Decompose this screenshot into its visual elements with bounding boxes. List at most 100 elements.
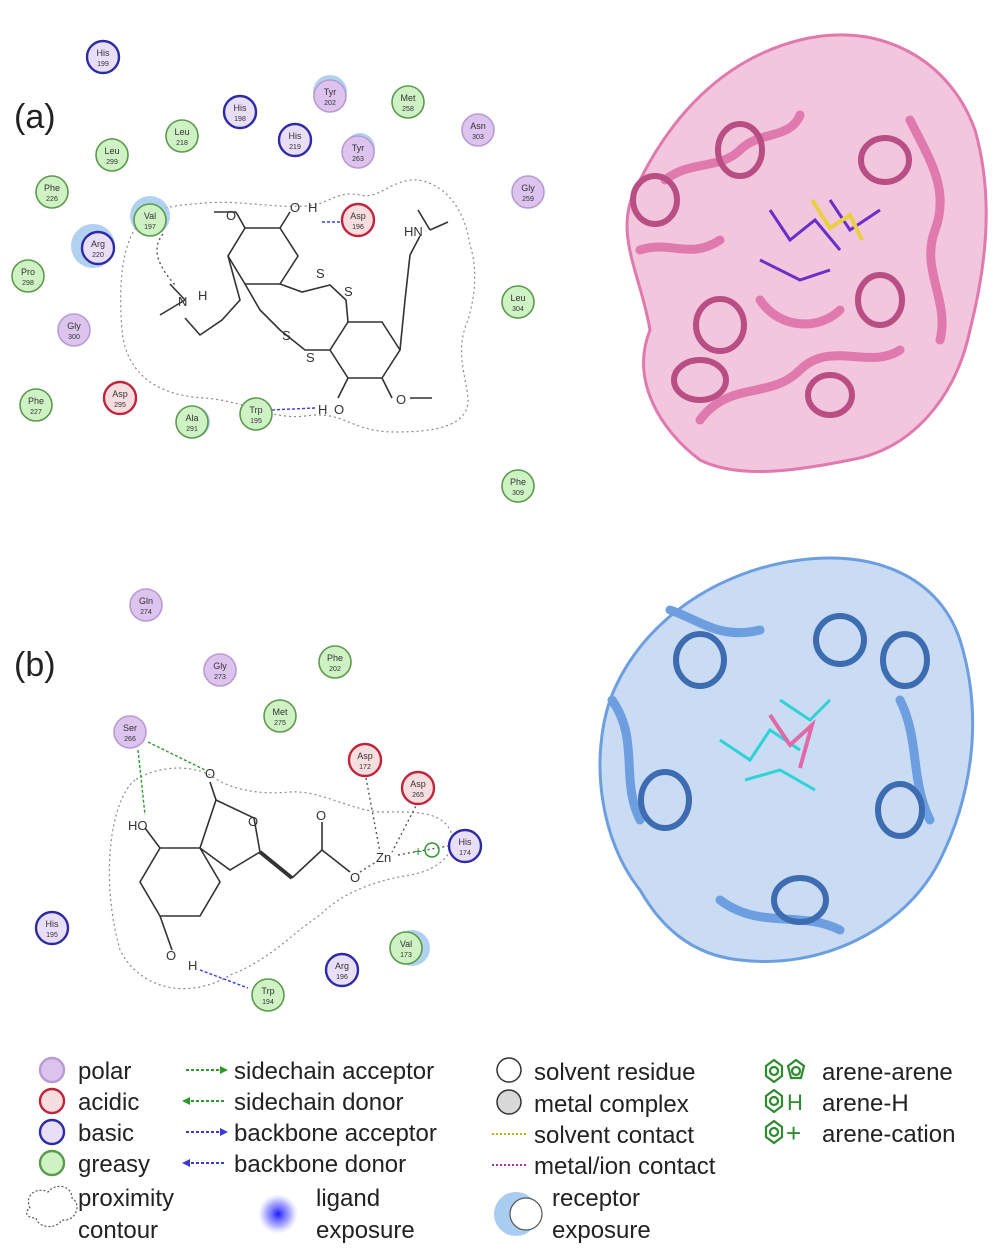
panel-a-label: (a) <box>14 98 56 136</box>
residue-name: Val <box>144 211 156 221</box>
residue-number: 300 <box>68 334 80 341</box>
atom-label: HN <box>404 224 423 239</box>
polar-residue-icon <box>38 1056 66 1084</box>
residue-name: Ser <box>123 723 137 733</box>
legend-label: receptor <box>552 1185 640 1212</box>
atom-label: H <box>198 288 207 303</box>
residue-node-val-197: Val 197 <box>133 203 167 237</box>
residue-name: Pro <box>21 267 35 277</box>
proximity-contour-a <box>120 179 476 433</box>
legend-arene: arene-arene H arene-H + arene-cation <box>764 1058 955 1148</box>
arrow-head-icon <box>182 1159 190 1167</box>
atom-label: Zn <box>376 850 391 865</box>
binding-site-b <box>719 698 832 792</box>
panel-b: (b) O O O O HO O H Zn <box>14 556 975 1012</box>
residue-name: His <box>97 48 110 58</box>
residue-number: 199 <box>97 61 109 68</box>
residue-circle <box>80 230 116 266</box>
atom-label: H <box>318 402 327 417</box>
residue-name: Gln <box>139 596 153 606</box>
residue-name: Leu <box>510 293 525 303</box>
legend-label: exposure <box>316 1217 415 1244</box>
atom-label: O <box>350 870 360 885</box>
residue-number: 299 <box>106 159 118 166</box>
metal-contact-line <box>391 801 419 853</box>
residue-number: 196 <box>352 224 364 231</box>
residue-circle <box>501 469 535 503</box>
residue-number: 198 <box>234 116 246 123</box>
residue-name: Asp <box>357 751 373 761</box>
residue-circle <box>113 715 147 749</box>
atom-label: H <box>308 200 317 215</box>
residue-number: 303 <box>472 134 484 141</box>
residue-name: His <box>289 131 302 141</box>
ligand-atoms-b: O O O O HO O H Zn <box>128 766 391 973</box>
legend-label: arene-cation <box>822 1121 955 1148</box>
atom-label: O <box>316 808 326 823</box>
residue-number: 202 <box>329 666 341 673</box>
residue-circle <box>340 202 376 238</box>
sidechain-acceptor-line <box>137 749 146 816</box>
residue-number: 194 <box>262 999 274 1006</box>
legend-label: greasy <box>78 1151 150 1178</box>
legend-label: contour <box>78 1217 158 1244</box>
atom-label: O <box>290 200 300 215</box>
acidic-residue-icon <box>38 1087 66 1115</box>
atom-label: HO <box>128 818 148 833</box>
ligand-exposure-icon <box>258 1194 298 1234</box>
residue-number: 174 <box>459 850 471 857</box>
residue-number: 259 <box>522 196 534 203</box>
residue-name: Phe <box>510 477 526 487</box>
legend-misc: solvent residue metal complex solvent co… <box>492 1057 716 1180</box>
residue-number: 197 <box>144 224 156 231</box>
residue-circle <box>239 397 273 431</box>
interactions-b <box>137 741 449 989</box>
residue-node-his-219: His 219 <box>277 122 313 158</box>
legend-label: exposure <box>552 1217 651 1244</box>
panel-b-label: (b) <box>14 646 56 684</box>
residue-number: 226 <box>46 196 58 203</box>
backbone-acceptor-line <box>199 969 249 989</box>
residue-number: 275 <box>274 720 286 727</box>
metal-contact-line <box>359 861 377 873</box>
arene-arene-icon <box>764 1058 806 1084</box>
residue-circle <box>34 910 70 946</box>
residue-circle <box>85 39 121 75</box>
residue-name: Phe <box>28 396 44 406</box>
proximity-contour-icon <box>26 1185 78 1228</box>
legend-label: acidic <box>78 1089 139 1116</box>
residue-name: Trp <box>249 405 262 415</box>
legend-label: ligand <box>316 1185 380 1212</box>
residue-number: 202 <box>324 100 336 107</box>
protein-ribbon-a <box>625 33 988 473</box>
residue-circle <box>347 742 383 778</box>
residue-number: 273 <box>214 674 226 681</box>
panel-a: (a) <box>11 33 988 503</box>
legend-label: solvent contact <box>534 1122 694 1149</box>
residue-circle <box>222 94 258 130</box>
legend-label: sidechain donor <box>234 1089 403 1116</box>
legend-label: proximity <box>78 1185 174 1212</box>
arene-h-icon <box>764 1088 784 1114</box>
atom-label: S <box>306 350 315 365</box>
svg-text:+: + <box>414 843 422 859</box>
residue-name: Ala <box>185 413 198 423</box>
residue-circle <box>263 699 297 733</box>
interactions-a <box>156 221 344 411</box>
residue-number: 219 <box>289 144 301 151</box>
